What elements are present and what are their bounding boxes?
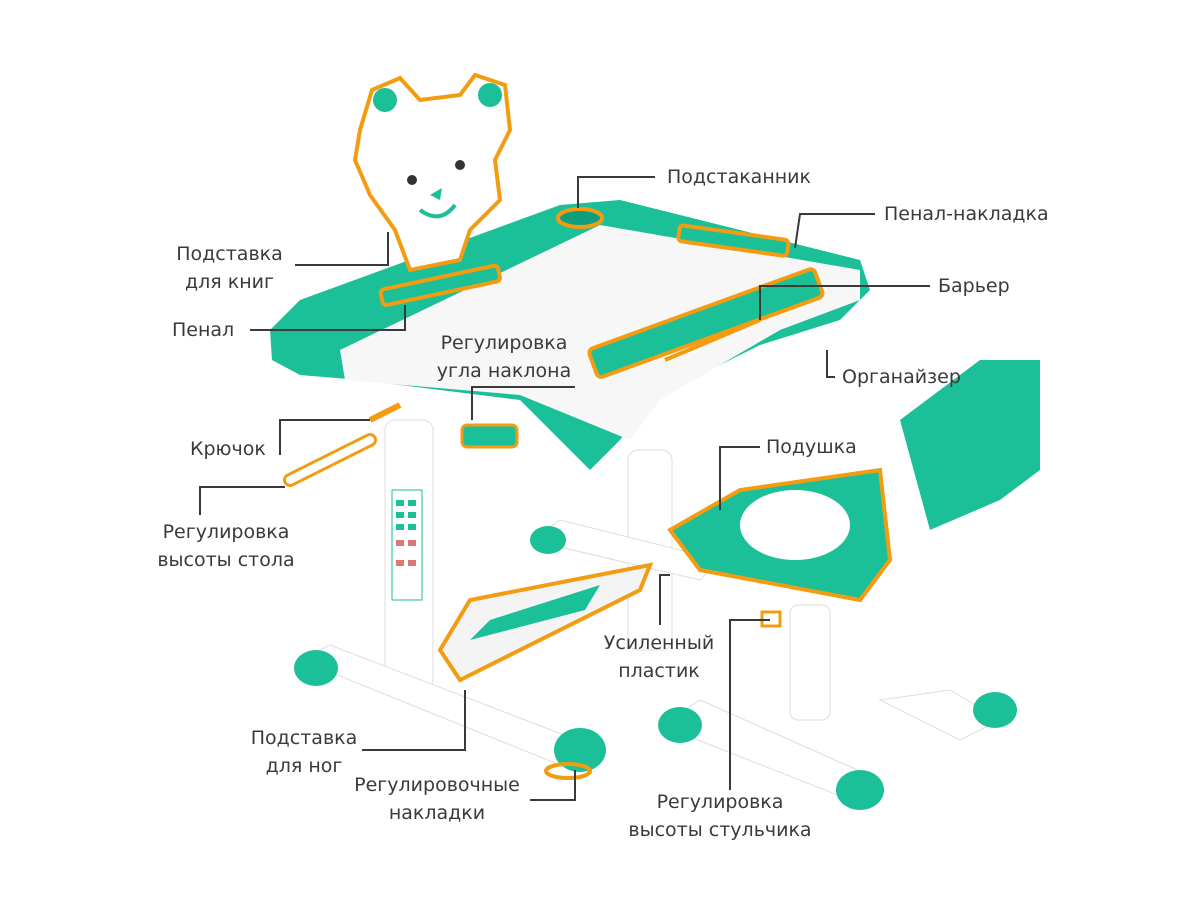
label-line: угла наклона: [436, 360, 572, 382]
label-plastic: Усиленный пластик: [595, 629, 723, 685]
footrest: [437, 562, 654, 683]
chair: [658, 360, 1040, 810]
book-stand-bear: [352, 72, 513, 273]
label-tilt-adjust: Регулировка угла наклона: [430, 329, 578, 385]
label-line: для ног: [265, 755, 343, 777]
label-cushion: Подушка: [766, 436, 857, 458]
leader-lines: [199, 176, 930, 801]
label-line: Подставка: [250, 727, 358, 749]
label-pencil-case: Пенал: [172, 319, 235, 341]
label-organizer: Органайзер: [842, 366, 961, 388]
label-line: Усиленный: [603, 632, 715, 654]
adjust-pad: [544, 762, 592, 780]
label-footrest: Подставка для ног: [244, 724, 364, 780]
label-line: Регулировочные: [354, 774, 520, 796]
label-line: для книг: [185, 271, 274, 293]
label-line: высоты стульчика: [628, 819, 812, 841]
label-line: Регулировка: [162, 521, 290, 543]
label-cup-holder: Подстаканник: [667, 166, 811, 188]
label-hook: Крючок: [190, 438, 266, 460]
label-barrier: Барьер: [938, 275, 1010, 297]
label-desk-height: Регулировка высоты стола: [148, 518, 304, 574]
label-line: Регулировка: [656, 791, 784, 813]
label-line: высоты стола: [157, 549, 295, 571]
label-pads: Регулировочные накладки: [342, 771, 532, 827]
label-line: пластик: [618, 660, 700, 682]
label-chair-height: Регулировка высоты стульчика: [615, 788, 825, 844]
label-line: накладки: [388, 802, 486, 824]
label-book-stand: Подставка для книг: [172, 240, 287, 296]
label-line: Подставка: [176, 243, 283, 265]
label-line: Регулировка: [440, 332, 568, 354]
label-pencil-tray-top: Пенал-накладка: [884, 203, 1049, 225]
